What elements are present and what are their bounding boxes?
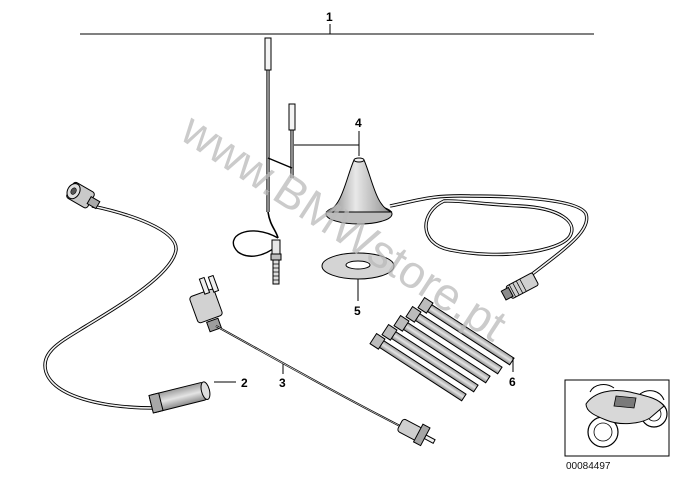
part-6-cable-ties xyxy=(369,296,515,402)
part-3-adapter-cable xyxy=(189,274,436,447)
part-5-washer xyxy=(321,252,395,280)
callout-2-group: 2 xyxy=(214,376,248,390)
vehicle-thumbnail xyxy=(564,379,670,457)
callout-4-label: 4 xyxy=(355,116,362,130)
callout-1-group: 1 xyxy=(80,10,594,35)
dual-pin-plug xyxy=(189,274,223,333)
callout-3-label: 3 xyxy=(279,376,286,390)
callout-5-label: 5 xyxy=(354,304,361,318)
callout-5-group: 5 xyxy=(354,279,361,318)
callout-6-group: 6 xyxy=(509,357,516,389)
callout-4-group: 4 xyxy=(294,116,362,156)
motorcycle-icon xyxy=(585,384,668,448)
watermark-text: www.BMWstore.pt xyxy=(172,102,516,351)
antenna-magnetic-base xyxy=(325,157,589,301)
callout-2-label: 2 xyxy=(241,376,248,390)
callout-1-label: 1 xyxy=(326,10,333,24)
callout-3-group: 3 xyxy=(279,364,286,390)
antenna-rods xyxy=(232,37,296,285)
diagram-id-number: 00084497 xyxy=(566,461,611,472)
callout-6-label: 6 xyxy=(509,375,516,389)
part-2-cable xyxy=(43,181,211,414)
